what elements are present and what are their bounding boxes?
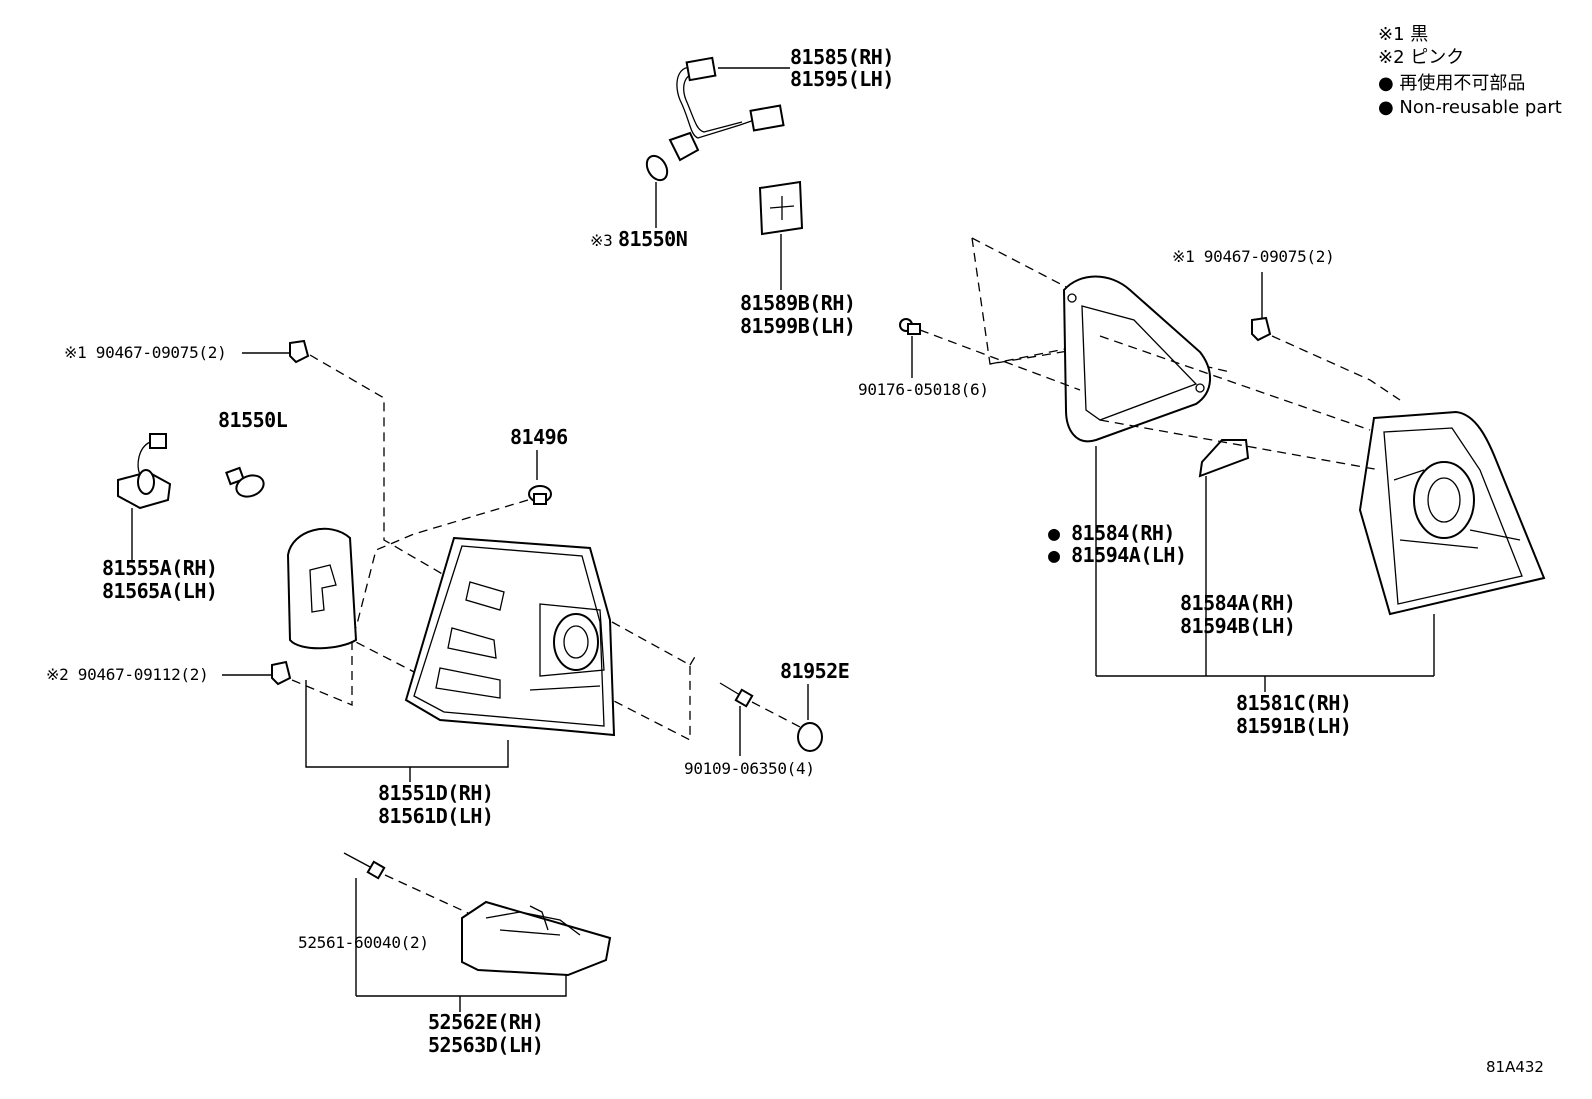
rear-lamp-inner-right-part[interactable] [1358,410,1546,616]
label-81589b: 81589B(RH) [740,291,855,315]
legend-note-1: ※1 黒 [1378,24,1428,45]
patch-81589b-part[interactable] [758,180,804,236]
reflector-52562e-part[interactable] [461,900,612,977]
legend-nonreusable-jp: ● 再使用不可部品 [1378,73,1525,94]
label-81496: 81496 [510,425,568,449]
label-clip-left-top: ※1 90467-09075(2) [64,343,226,362]
label-clip-left-pink: ※2 90467-09112(2) [46,665,208,684]
gasket-left-part[interactable] [286,528,358,650]
label-81555a: 81555A(RH) [102,556,217,580]
label-clip-right-top: ※1 90467-09075(2) [1172,247,1334,266]
bulb-81550l-part[interactable] [225,466,266,500]
label-90176: 90176-05018(6) [858,380,989,399]
socket-81555a-part[interactable] [117,433,172,510]
label-81550n: 81550N [618,227,687,251]
label-81584a: 81584A(RH) [1180,591,1295,615]
screw-90176-part[interactable] [899,318,921,335]
label-81550n-mark: ※3 [590,231,612,250]
reflector-sheet-81584a-part[interactable] [1198,439,1250,478]
label-81584: ● 81584(RH) [1048,521,1175,545]
label-52563d: 52563D(LH) [428,1033,543,1057]
label-81585: 81585(RH) [790,45,894,69]
label-81595: 81595(LH) [790,67,894,91]
socket-wire-harness-part[interactable] [643,56,785,184]
label-81550l: 81550L [218,408,288,432]
screw-52561-part[interactable] [343,852,386,880]
label-81551d: 81551D(RH) [378,781,493,805]
label-81594a: ● 81594A(LH) [1048,543,1187,567]
label-52562e: 52562E(RH) [428,1010,543,1034]
label-81594b: 81594B(LH) [1180,614,1295,638]
legend-nonreusable-en: ● Non-reusable part [1378,97,1562,118]
rear-combination-lamp-left-part[interactable] [404,536,616,737]
legend-note-2: ※2 ピンク [1378,47,1464,68]
label-81952e: 81952E [780,659,849,683]
clip-black-right-part[interactable] [1251,316,1272,342]
label-81591b: 81591B(LH) [1236,714,1351,738]
label-81561d: 81561D(LH) [378,804,493,828]
label-81599b: 81599B(LH) [740,314,855,338]
label-90109: 90109-06350(4) [684,759,815,778]
screw-90109-part[interactable] [719,682,754,708]
legend: ※1 黒 ※2 ピンク ● 再使用不可部品 ● Non-reusable par… [1378,24,1562,118]
label-52561: 52561-60040(2) [298,933,429,952]
label-81565a: 81565A(LH) [102,579,217,603]
figure-id: 81A432 [1486,1058,1544,1076]
clip-pink-left-part[interactable] [271,660,292,686]
clip-black-left-part[interactable] [289,339,310,364]
cap-81952e-part[interactable] [797,722,823,752]
fastener-81496-part[interactable] [528,485,552,505]
label-81581c: 81581C(RH) [1236,691,1351,715]
gasket-right-81584-part[interactable] [1062,275,1212,443]
